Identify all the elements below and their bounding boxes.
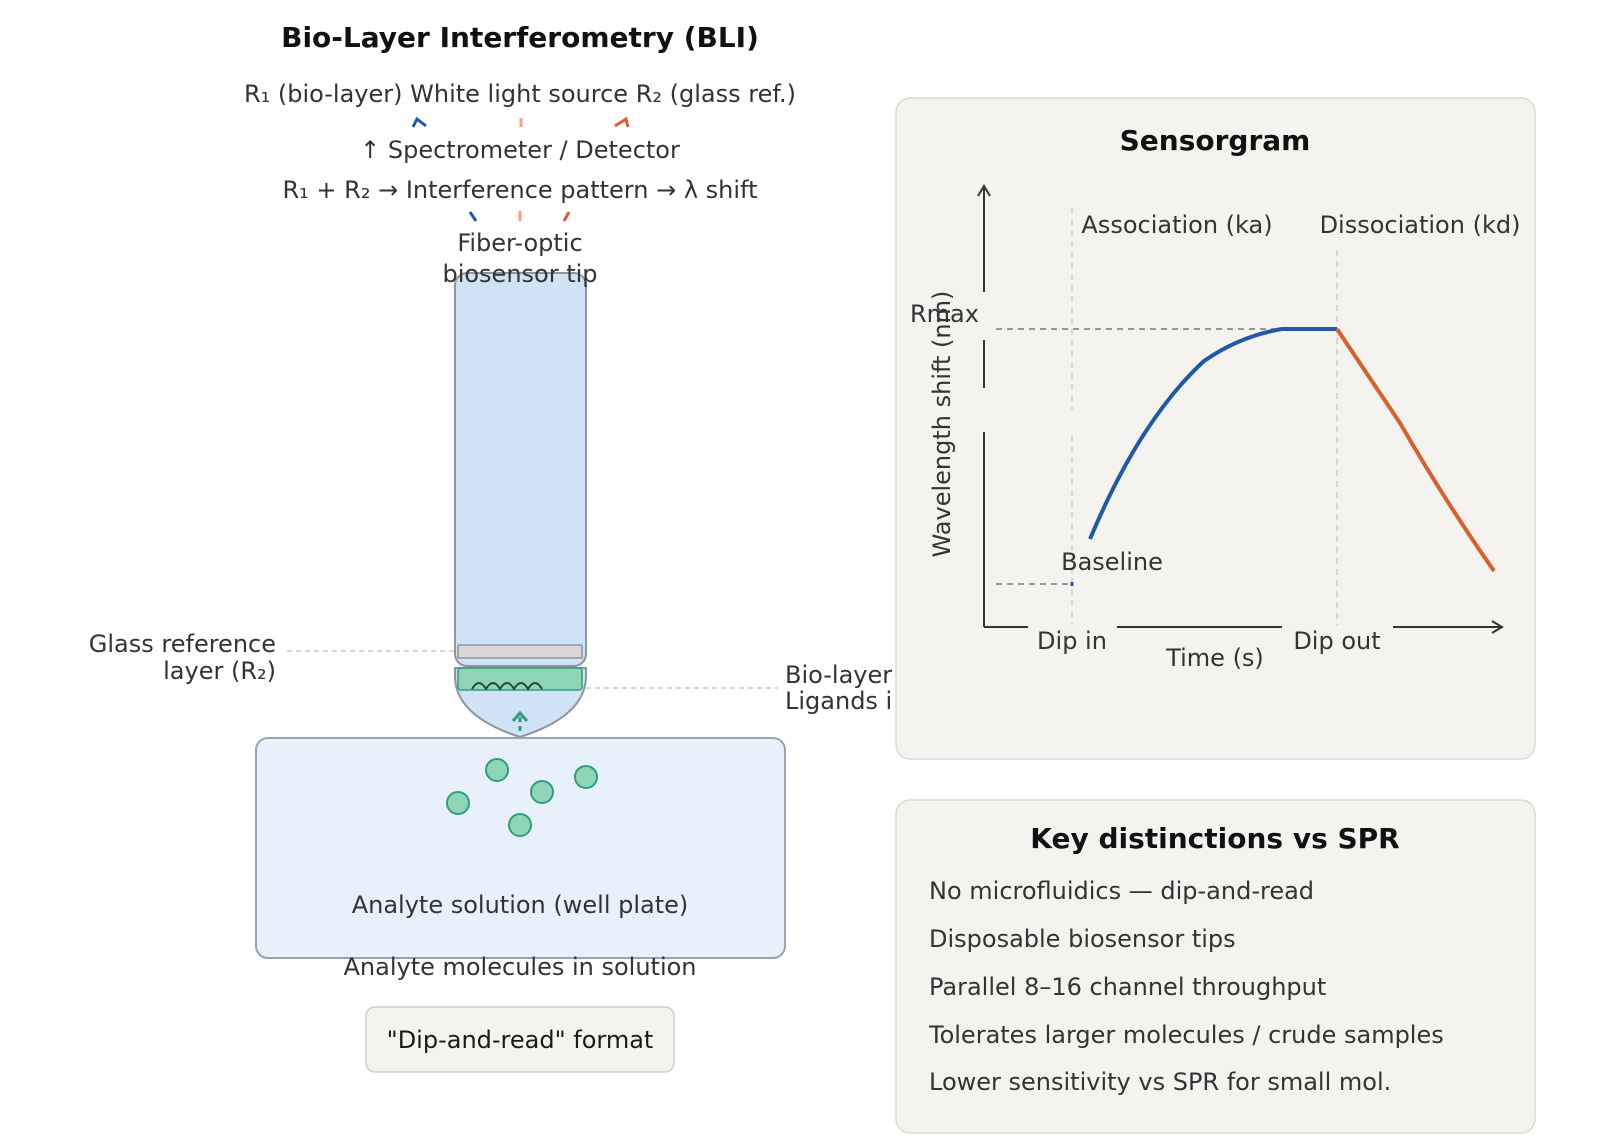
x-axis-arrow	[1491, 620, 1504, 634]
light-source-line: R₁ (bio-layer) White light source R₂ (gl…	[244, 80, 796, 108]
baseline-label: Baseline	[1061, 548, 1163, 576]
distinction-item: Lower sensitivity vs SPR for small mol.	[929, 1068, 1391, 1096]
diagram-title: Bio-Layer Interferometry (BLI)	[281, 21, 759, 54]
bio-layer	[457, 667, 583, 691]
molecules-label: Analyte molecules in solution	[343, 953, 696, 981]
r1-upper-ray-mark	[411, 116, 427, 128]
y-axis-label: Wavelength shift (nm)	[928, 291, 956, 558]
format-badge	[365, 1006, 675, 1073]
analyte-molecule	[508, 813, 532, 837]
ligand-loops	[471, 682, 543, 691]
glass-reference-layer	[457, 644, 583, 659]
analyte-well	[255, 737, 786, 959]
distinction-item: No microfluidics — dip-and-read	[929, 877, 1314, 905]
x-axis-label: Time (s)	[1165, 644, 1264, 672]
association-label: Association (ka)	[1081, 211, 1272, 239]
glass-label-line-2: layer (R₂)	[163, 657, 276, 685]
distinctions-title: Key distinctions vs SPR	[1030, 822, 1400, 855]
analyte-molecule	[485, 758, 509, 782]
dip-out-label: Dip out	[1293, 627, 1380, 655]
biolayer-label-line-2: Ligands i	[785, 687, 892, 715]
r1-lower-ray-mark	[468, 211, 478, 222]
fiber-label-line-2: biosensor tip	[442, 260, 597, 288]
distinction-item: Parallel 8–16 channel throughput	[929, 973, 1326, 1001]
distinction-item: Tolerates larger molecules / crude sampl…	[928, 1021, 1444, 1049]
detector-line: ↑ Spectrometer / Detector	[360, 136, 680, 164]
fiber-optic-tip	[454, 272, 587, 667]
sensorgram-title: Sensorgram	[1120, 124, 1311, 157]
r2-lower-ray-mark	[562, 211, 571, 222]
y-axis-arrow	[977, 184, 991, 197]
sensorgram-panel	[895, 97, 1536, 760]
analyte-molecule	[574, 765, 598, 789]
distinction-item: Disposable biosensor tips	[929, 925, 1236, 953]
format-label: "Dip-and-read" format	[387, 1026, 654, 1054]
interference-line: R₁ + R₂ → Interference pattern → λ shift	[283, 176, 758, 204]
distinctions-panel	[895, 799, 1536, 1134]
glass-label-line-1: Glass reference	[89, 630, 276, 658]
binding-arrow-head	[511, 710, 529, 722]
dissociation-curve	[1335, 327, 1496, 573]
r2-upper-ray-mark	[614, 116, 630, 128]
analyte-molecule	[446, 791, 470, 815]
dip-in-label: Dip in	[1037, 627, 1107, 655]
association-curve	[1088, 327, 1337, 540]
well-label: Analyte solution (well plate)	[352, 891, 689, 919]
biolayer-label-line-1: Bio-layer	[785, 661, 892, 689]
dissociation-label: Dissociation (kd)	[1320, 211, 1521, 239]
analyte-molecule	[530, 780, 554, 804]
fiber-label-line-1: Fiber-optic	[457, 229, 582, 257]
rmax-label: Rmax	[910, 300, 979, 328]
